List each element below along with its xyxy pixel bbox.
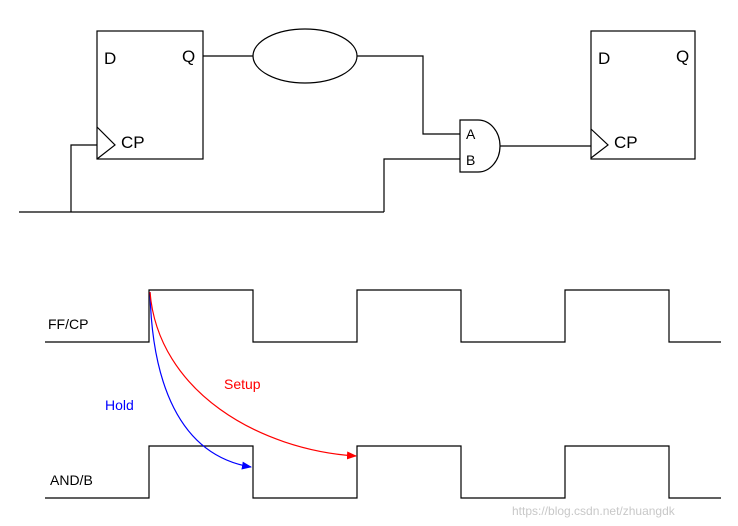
setup-arrow [149, 291, 357, 460]
wire-clock-to-and-b [383, 158, 460, 212]
hold-arrow [149, 291, 252, 470]
signal-label-ff-cp: FF/CP [48, 316, 88, 332]
flipflop-left-body [96, 30, 204, 160]
flipflop-right-q-label: Q [676, 47, 689, 66]
flipflop-right [590, 30, 696, 160]
wire-ellipse-to-and-a [357, 55, 460, 135]
flipflop-left-cp-label: CP [121, 133, 145, 152]
waveform-ff-cp [45, 289, 721, 343]
flipflop-left-q-label: Q [182, 47, 195, 66]
and-gate-b-label: B [466, 152, 475, 168]
flipflop-right-clock-triangle [590, 128, 609, 159]
and-gate-a-label: A [466, 126, 476, 142]
setup-label: Setup [224, 376, 261, 392]
schematic-wires [19, 55, 591, 213]
flipflop-left [96, 30, 204, 160]
wire-clock-to-ff-left [70, 144, 97, 212]
hold-label: Hold [105, 397, 134, 413]
and-gate-body [459, 119, 501, 173]
flipflop-left-d-label: D [104, 49, 116, 68]
flipflop-right-d-label: D [598, 49, 610, 68]
signal-label-and-b: AND/B [50, 472, 93, 488]
watermark-text: https://blog.csdn.net/zhuangdk [512, 504, 676, 518]
flipflop-right-cp-label: CP [614, 133, 638, 152]
logic-cloud-ellipse [252, 28, 358, 84]
waveform-and-b [45, 445, 721, 499]
flipflop-right-body [590, 30, 696, 160]
flipflop-left-clock-triangle [96, 126, 116, 160]
